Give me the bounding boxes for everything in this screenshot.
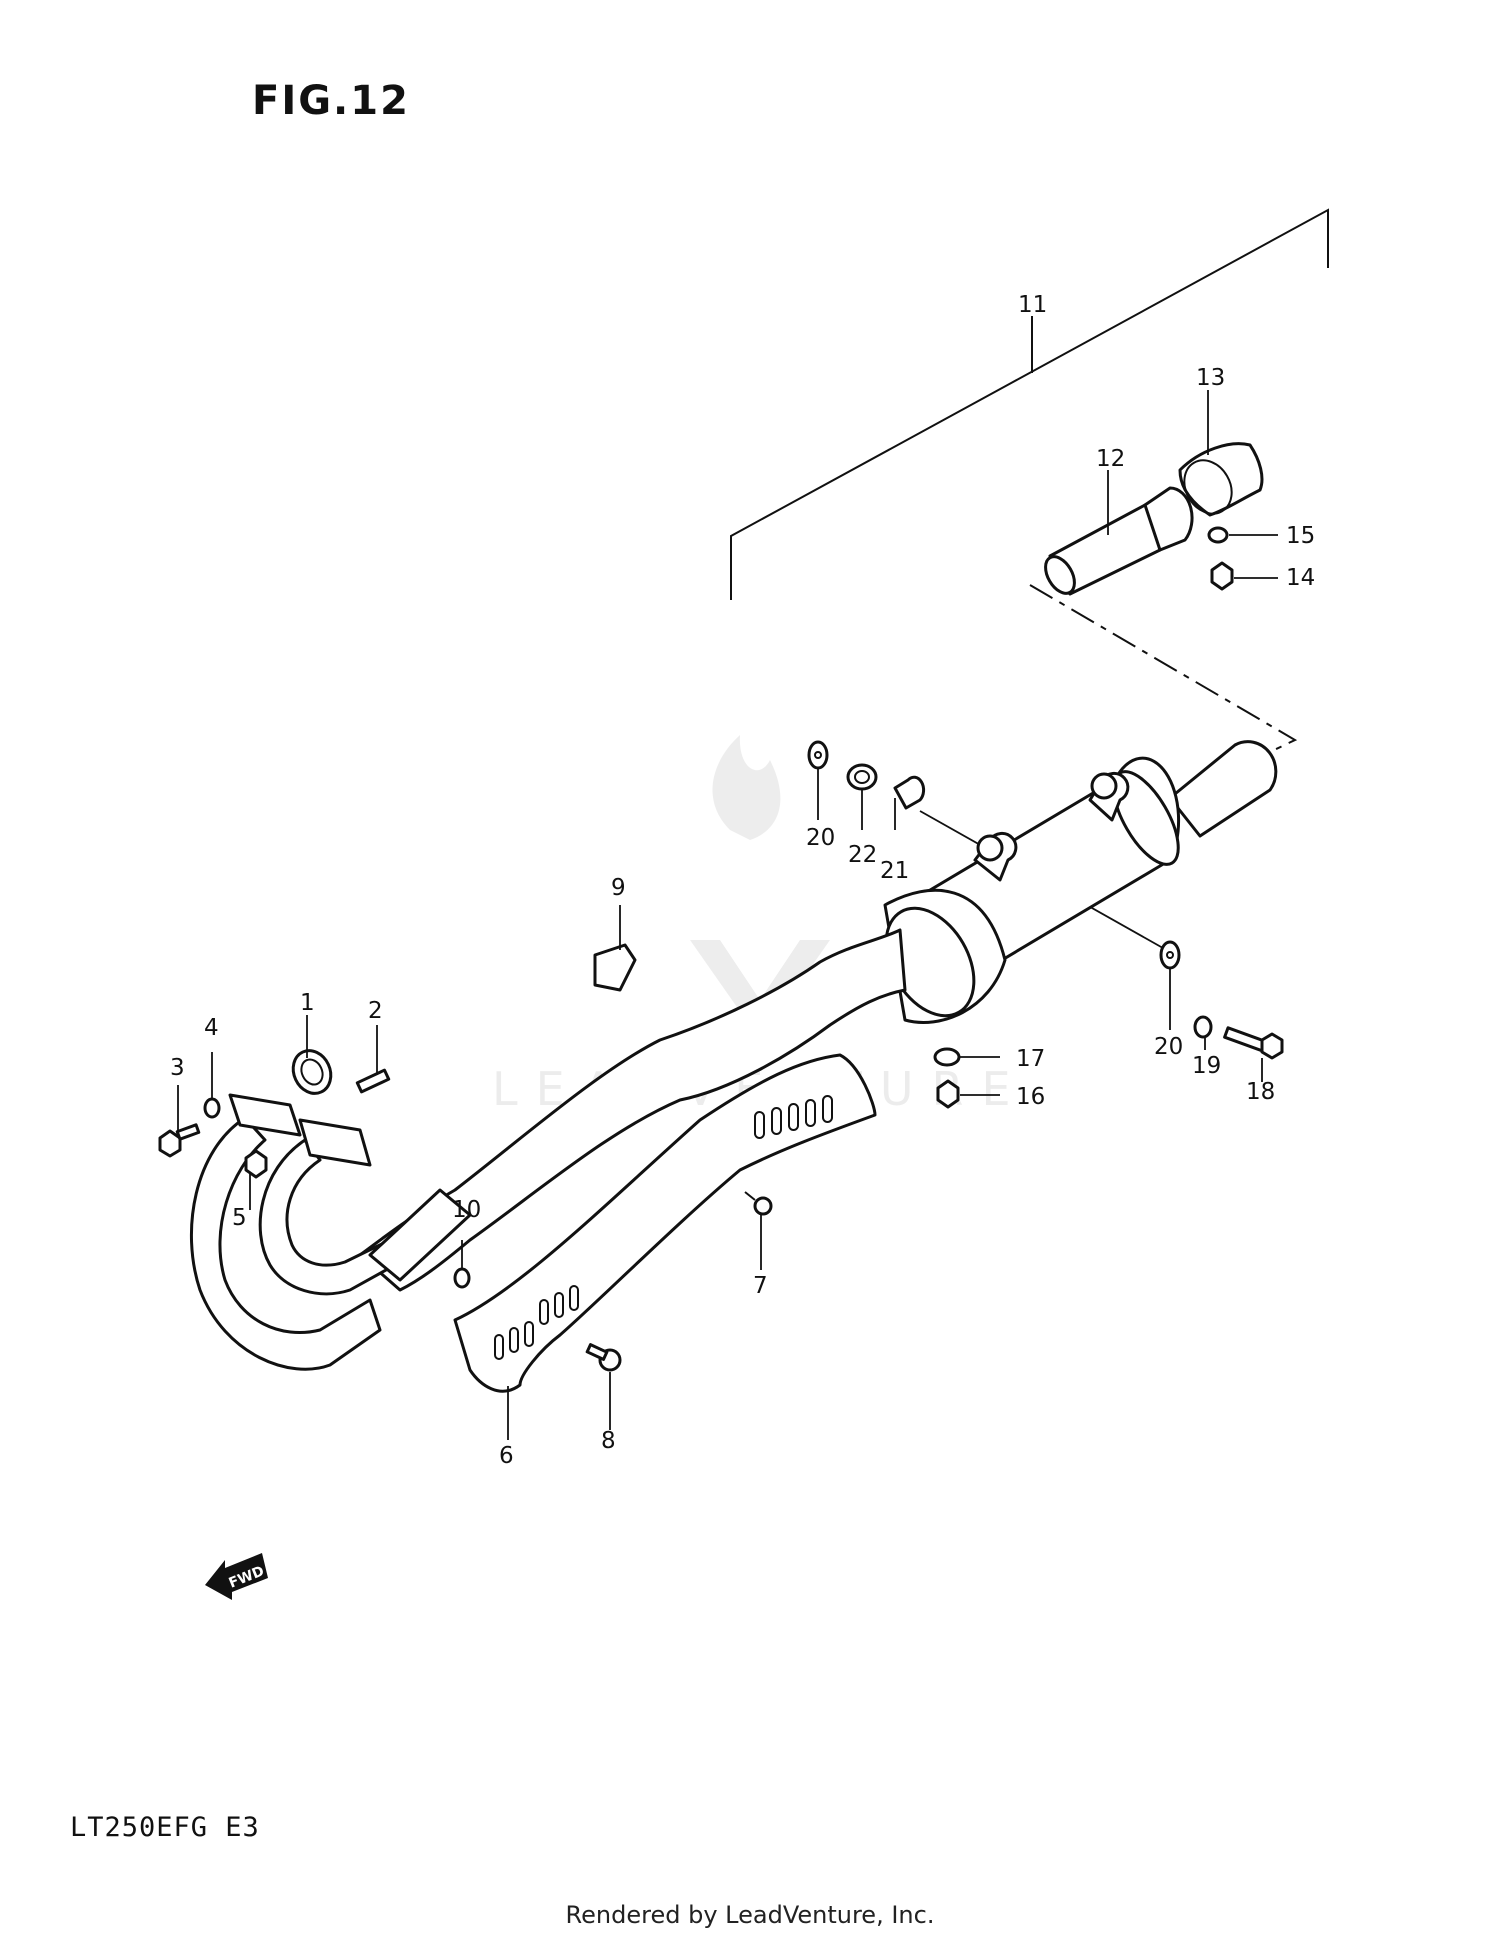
washer-10 [453,1267,471,1289]
exhaust-pipe [358,928,907,1292]
callout-8: 8 [601,1428,616,1454]
washer-19 [1193,1015,1213,1039]
assembly-bracket-11 [730,208,1329,600]
bolt-18 [1223,1026,1284,1060]
callout-20-upper: 20 [806,825,835,851]
heat-shield [453,1053,877,1393]
callout-5: 5 [232,1205,247,1231]
clamp-9 [593,943,637,992]
callout-labels: 1 2 3 4 5 6 7 8 9 10 11 12 13 14 15 16 1… [170,292,1315,1469]
screw-7 [744,1191,773,1216]
washer-17 [933,1047,961,1067]
callout-3: 3 [170,1055,185,1081]
callout-20-lower: 20 [1154,1034,1183,1060]
callout-6: 6 [499,1443,514,1469]
collar-21 [893,775,926,810]
gasket-1 [291,1049,333,1095]
callout-2: 2 [368,998,383,1024]
fwd-arrow: FWD [205,1553,268,1600]
callout-21: 21 [880,858,909,884]
callout-7: 7 [753,1273,768,1299]
callout-22: 22 [848,842,877,868]
nut-16 [936,1079,960,1109]
callout-1: 1 [300,990,315,1016]
nut-5 [244,1149,268,1179]
stud-bolt-2 [355,1068,391,1094]
grommet-22 [846,763,878,791]
callout-4: 4 [204,1015,219,1041]
callout-12: 12 [1096,446,1125,472]
inner-pipe-12 [1044,486,1194,596]
washer-20-lower [1159,940,1181,970]
bolt-14 [1210,561,1234,591]
callout-19: 19 [1192,1053,1221,1079]
leader-lines [177,390,1278,1440]
model-code: LT250EFG E3 [70,1812,260,1843]
bolt-3 [158,1123,201,1158]
washer-15 [1207,526,1229,544]
callout-18: 18 [1246,1079,1275,1105]
washer-20-upper [807,740,829,770]
exhaust-header [189,1093,472,1371]
muffler [883,740,1278,1024]
callout-9: 9 [611,875,626,901]
figure-title: FIG.12 [252,78,410,124]
callout-14: 14 [1286,565,1315,591]
end-cap-13 [1178,442,1264,517]
washer-4 [203,1097,221,1119]
callout-11: 11 [1018,292,1047,318]
callout-10: 10 [452,1197,481,1223]
callout-15: 15 [1286,523,1315,549]
bolt-8 [585,1343,622,1372]
callout-13: 13 [1196,365,1225,391]
callout-17: 17 [1016,1046,1045,1072]
assembly-line [1029,584,1298,753]
callout-16: 16 [1016,1084,1045,1110]
footer-credit: Rendered by LeadVenture, Inc. [565,1901,935,1929]
